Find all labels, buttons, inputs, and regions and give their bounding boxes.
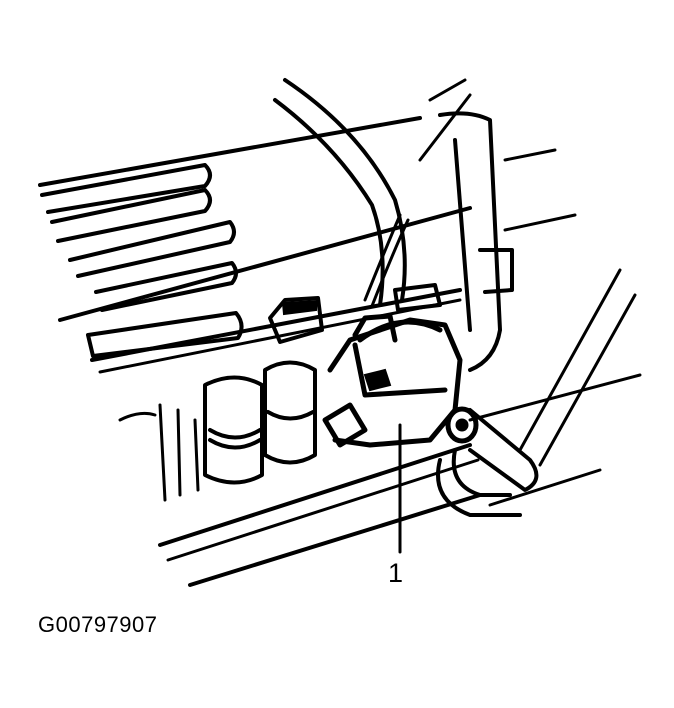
callout-label-1: 1 — [388, 558, 404, 588]
mounting-bracket — [418, 78, 577, 372]
hose — [273, 78, 442, 312]
cable — [363, 213, 410, 308]
engine-block — [38, 116, 472, 374]
figure-id: G00797907 — [38, 612, 158, 637]
frame-rails — [158, 373, 642, 587]
lower-cylinders — [118, 360, 317, 502]
component-housing — [322, 313, 479, 448]
block-tab — [268, 296, 324, 344]
